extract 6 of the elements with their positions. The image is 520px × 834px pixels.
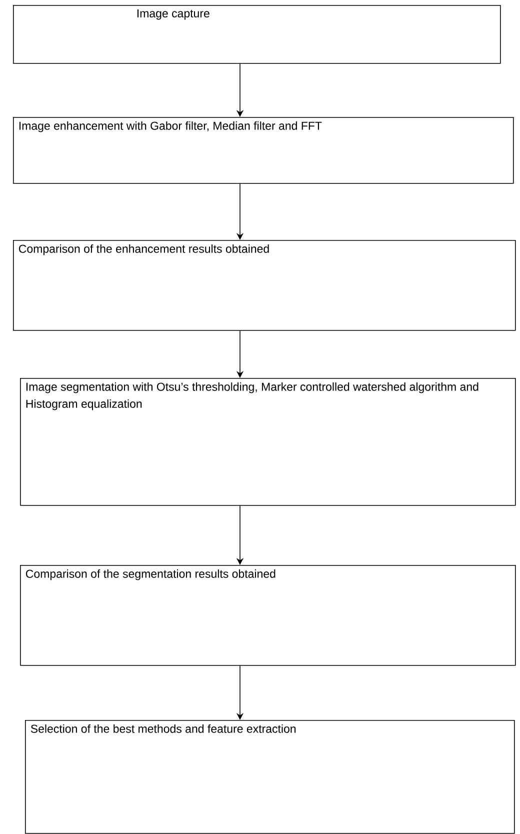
process-box: Comparison of the segmentation results obtained <box>20 565 516 666</box>
process-box: Image capture <box>13 5 501 64</box>
process-box: Image segmentation with Otsu’s thresholding, Marker controlled watershed algorithm and Histogram equalization <box>20 378 516 506</box>
process-box: Image enhancement with Gabor filter, Median filter and FFT <box>13 117 514 184</box>
process-box: Selection of the best methods and feature extraction <box>25 720 515 834</box>
process-box: Comparison of the enhancement results obtained <box>13 240 516 331</box>
